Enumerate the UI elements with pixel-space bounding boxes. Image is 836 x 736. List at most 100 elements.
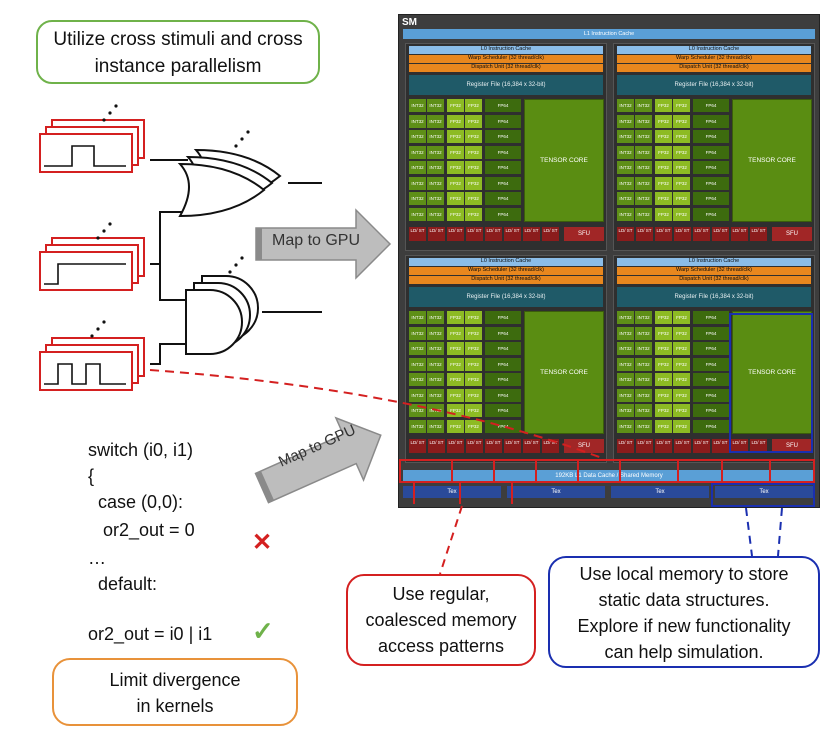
int32-core: INT32 (617, 176, 634, 190)
fp32-core: FP32 (465, 311, 482, 324)
ellipsis-dots-1 (102, 104, 118, 122)
fp64-core: FP64 (485, 161, 521, 174)
ld-st-unit: LD/ ST (636, 439, 653, 453)
fp64-core: FP64 (485, 342, 521, 355)
fp64-core: FP64 (693, 326, 729, 340)
ld-st-unit: LD/ ST (693, 439, 710, 453)
sfu-unit: SFU (564, 439, 604, 453)
fp32-core: FP32 (465, 373, 482, 386)
l0-instruction-cache: L0 Instruction Cache (409, 46, 603, 54)
fp64-core: FP64 (693, 342, 729, 355)
ld-st-unit: LD/ ST (409, 439, 426, 453)
fp32-core: FP32 (465, 207, 482, 221)
int32-core: INT32 (635, 99, 652, 112)
int32-core: INT32 (409, 373, 426, 386)
fp64-core: FP64 (485, 145, 521, 159)
fp32-core: FP32 (447, 357, 464, 371)
ld-st-unit: LD/ ST (428, 439, 445, 453)
l0-instruction-cache: L0 Instruction Cache (409, 258, 603, 266)
fp32-core: FP32 (447, 161, 464, 174)
fp32-core: FP32 (447, 145, 464, 159)
ld-st-unit: LD/ ST (636, 227, 653, 241)
fp32-core: FP32 (655, 114, 672, 128)
fp32-core: FP32 (655, 207, 672, 221)
fp32-core: FP32 (655, 419, 672, 433)
map-to-gpu-arrow-top (255, 208, 392, 280)
and-gate-stack (185, 275, 259, 355)
fp32-core: FP32 (655, 388, 672, 402)
dispatch-unit: Dispatch Unit (32 thread/clk) (409, 64, 603, 72)
int32-core: INT32 (427, 373, 444, 386)
fp64-core: FP64 (693, 207, 729, 221)
divergence-dashed-link (149, 369, 603, 459)
int32-core: INT32 (409, 192, 426, 205)
fp32-core: FP32 (655, 99, 672, 112)
code-case-line: case (0,0): (88, 492, 184, 512)
dispatch-unit: Dispatch Unit (32 thread/clk) (409, 276, 603, 284)
sfu-unit: SFU (564, 227, 604, 241)
ld-st-unit: LD/ ST (504, 439, 521, 453)
int32-core: INT32 (409, 176, 426, 190)
int32-core: INT32 (635, 161, 652, 174)
ellipsis-dots-3 (90, 320, 106, 338)
map-to-gpu-arrow-bottom (254, 416, 382, 504)
int32-core: INT32 (427, 130, 444, 143)
int32-core: INT32 (427, 388, 444, 402)
fp32-core: FP32 (447, 388, 464, 402)
int32-core: INT32 (427, 176, 444, 190)
square-waveform (44, 363, 126, 385)
ellipsis-dots-2 (96, 222, 112, 240)
int32-core: INT32 (617, 357, 634, 371)
register-file: Register File (16,384 x 32-bit) (617, 75, 811, 95)
tex-unit-4: Tex (715, 486, 813, 498)
int32-core: INT32 (635, 207, 652, 221)
int32-core: INT32 (617, 207, 634, 221)
int32-core: INT32 (617, 145, 634, 159)
int32-core: INT32 (427, 207, 444, 221)
l0-instruction-cache: L0 Instruction Cache (617, 46, 811, 54)
int32-core: INT32 (427, 192, 444, 205)
int32-core: INT32 (409, 161, 426, 174)
int32-core: INT32 (427, 357, 444, 371)
local-memory-dashed-link-1 (745, 507, 753, 557)
int32-core: INT32 (409, 388, 426, 402)
coalesced-access-boxes (399, 459, 815, 504)
local-memory-line-3: Explore if new functionality (577, 616, 791, 636)
int32-core: INT32 (617, 99, 634, 112)
ld-st-unit: LD/ ST (466, 439, 483, 453)
and-gate-dots (228, 256, 244, 274)
int32-core: INT32 (409, 114, 426, 128)
int32-core: INT32 (635, 388, 652, 402)
fp32-core: FP32 (655, 342, 672, 355)
fp32-core: FP32 (655, 311, 672, 324)
fp32-core: FP32 (465, 404, 482, 417)
ld-st-unit: LD/ ST (485, 439, 502, 453)
int32-core: INT32 (635, 326, 652, 340)
fp32-core: FP32 (673, 161, 690, 174)
fp32-core: FP32 (447, 176, 464, 190)
fp32-core: FP32 (673, 176, 690, 190)
fp64-core: FP64 (693, 357, 729, 371)
int32-core: INT32 (427, 99, 444, 112)
fp32-core: FP32 (673, 207, 690, 221)
local-memory-boxes (711, 313, 815, 507)
fp64-core: FP64 (693, 161, 729, 174)
int32-core: INT32 (635, 114, 652, 128)
fp32-core: FP32 (465, 388, 482, 402)
fp32-core: FP32 (655, 357, 672, 371)
dispatch-unit: Dispatch Unit (32 thread/clk) (617, 64, 811, 72)
fp32-core: FP32 (465, 342, 482, 355)
ld-st-unit: LD/ ST (712, 439, 729, 453)
int32-core: INT32 (617, 311, 634, 324)
fp32-core: FP32 (465, 114, 482, 128)
cross-parallelism-note: Utilize cross stimuli and cross instance… (36, 20, 320, 84)
ld-st-unit: LD/ ST (504, 227, 521, 241)
int32-core: INT32 (409, 419, 426, 433)
fp64-core: FP64 (485, 114, 521, 128)
int32-core: INT32 (635, 311, 652, 324)
fp32-core: FP32 (465, 130, 482, 143)
ld-st-unit: LD/ ST (674, 439, 691, 453)
